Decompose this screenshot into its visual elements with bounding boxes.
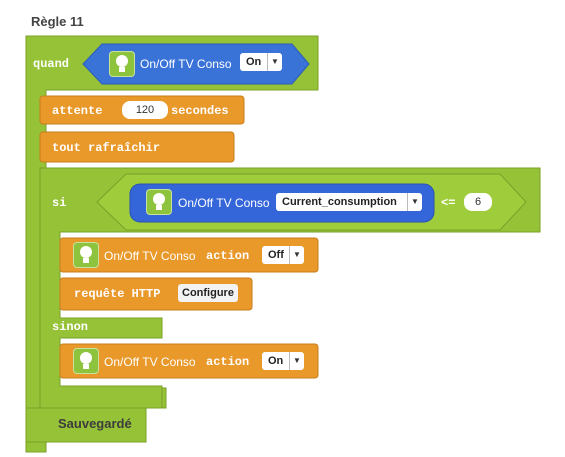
refresh-keyword: tout rafraîchir [52,141,161,155]
when-device-label: On/Off TV Conso [140,57,232,71]
if-device-label: On/Off TV Conso [178,196,270,210]
configure-button[interactable]: Configure [178,284,238,302]
then-device-label: On/Off TV Conso [104,249,196,263]
then-action-shape [59,237,319,273]
lightbulb-icon [146,189,172,215]
wait-seconds-field[interactable]: 120 [122,101,168,119]
else-action-shape [59,343,319,379]
lightbulb-icon [73,242,99,268]
save-status: Sauvegardé [58,416,132,431]
then-action-dropdown[interactable]: Off ▼ [262,246,304,264]
threshold-field[interactable]: 6 [464,193,492,211]
else-device-label: On/Off TV Conso [104,355,196,369]
chevron-down-icon: ▼ [289,352,304,370]
property-dropdown[interactable]: Current_consumption ▼ [276,193,422,211]
wait-keyword: attente [52,104,103,118]
when-keyword: quand [33,57,70,71]
lightbulb-icon [109,51,135,77]
then-action-keyword: action [206,249,250,263]
else-keyword: sinon [52,320,89,334]
then-action-value: Off [268,249,284,261]
else-action-value: On [268,355,284,367]
wait-unit-label: secondes [171,104,229,118]
rule-title: Règle 11 [31,14,84,29]
refresh-block-shape [39,131,235,163]
if-keyword: si [52,196,67,210]
property-value: Current_consumption [282,196,397,208]
operator-label: <= [441,196,456,210]
else-action-keyword: action [206,355,250,369]
when-state-value: On [246,56,262,68]
chevron-down-icon: ▼ [407,193,422,211]
when-state-dropdown[interactable]: On ▼ [240,53,282,71]
lightbulb-icon [73,348,99,374]
http-keyword: requête HTTP [74,287,161,301]
chevron-down-icon: ▼ [267,53,282,71]
else-action-dropdown[interactable]: On ▼ [262,352,304,370]
chevron-down-icon: ▼ [289,246,304,264]
